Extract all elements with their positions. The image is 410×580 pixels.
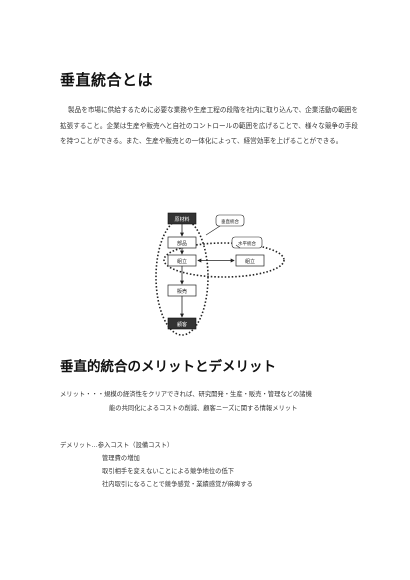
assembly-node-left: 組立 [167, 254, 197, 267]
demerit-line-4: 社内取引になることで競争感覚・業績感覚が麻痺する [102, 481, 253, 488]
vertical-integration-callout: 垂直統合 [205, 214, 245, 236]
raw-material-label: 原材料 [174, 216, 189, 223]
demerit-line-2: 管理費の増加 [102, 455, 140, 462]
section-heading-vertical-integration: 垂直統合とは [60, 71, 154, 89]
horizontal-integration-ellipse [163, 242, 285, 278]
customer-label: 顧客 [177, 321, 187, 328]
merit-line-1: メリット・・・規模の経済性をクリアできれば、研究開発・生産・販売・管理などの諸機 [60, 391, 312, 398]
demerit-line-3: 取引相手を変えないことによる競争地位の低下 [102, 468, 235, 475]
assembly-node-right: 組立 [235, 254, 265, 267]
demerit-block: デメリット…参入コスト（設備コスト） 管理費の増加 取引相手を変えないことによる… [60, 439, 253, 491]
merit-block: メリット・・・規模の経済性をクリアできれば、研究開発・生産・販売・管理などの諸機… [60, 388, 312, 416]
sales-label: 販売 [177, 288, 187, 295]
definition-paragraph: 製品を市場に供給するために必要な業務や生産工程の段階を社内に取り込んで、企業活動… [60, 106, 358, 145]
vertical-integration-label: 垂直統合 [221, 218, 239, 225]
parts-label: 部品 [177, 240, 187, 247]
customer-node: 顧客 [167, 317, 197, 330]
section-heading-merits-demerits: 垂直的統合のメリットとデメリット [60, 359, 276, 375]
demerit-line-1: デメリット…参入コスト（設備コスト） [60, 442, 174, 449]
merit-line-2: 能の共同化によるコストの削減、顧客ニーズに関する情報メリット [109, 405, 298, 412]
assembly-right-label: 組立 [245, 258, 255, 265]
parts-node: 部品 [167, 236, 197, 249]
integration-diagram: 原材料 垂直統合 部品 水平統合 組立 [155, 212, 285, 336]
horizontal-integration-callout: 水平統合 [231, 236, 263, 249]
sales-node: 販売 [167, 284, 197, 297]
assembly-left-label: 組立 [177, 258, 187, 265]
horizontal-integration-label: 水平統合 [238, 240, 256, 247]
raw-material-node: 原材料 [167, 212, 197, 225]
